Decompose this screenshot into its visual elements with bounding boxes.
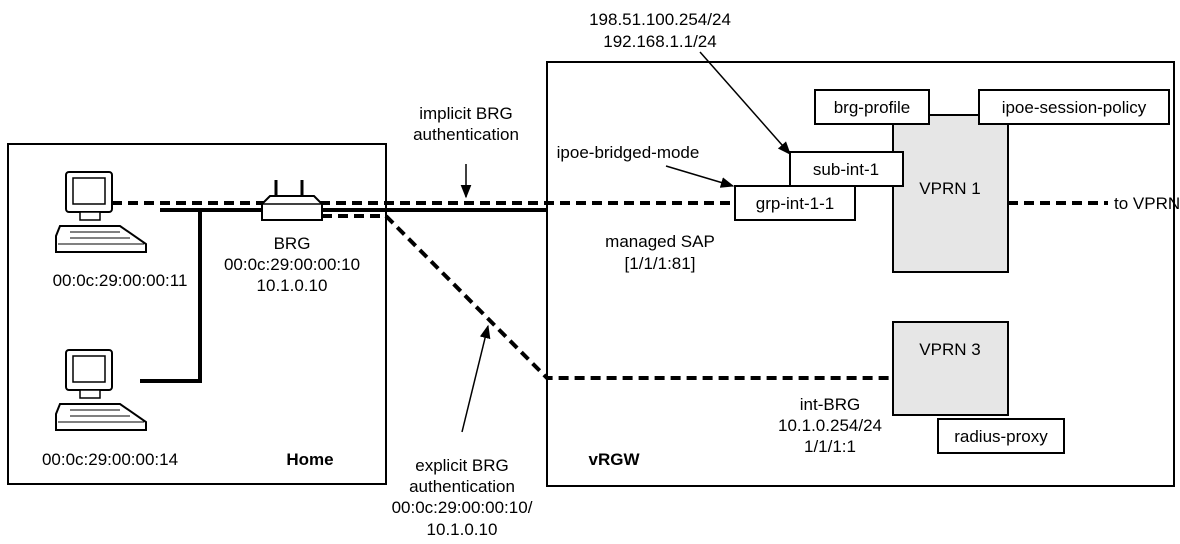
explicit-path [322,214,893,380]
vprn3-box [892,321,1009,416]
radius-proxy-label: radius-proxy [954,427,1048,446]
bridged-mode-arrow [665,165,735,188]
ipoe-session-policy-label: ipoe-session-policy [1002,98,1147,117]
to-vprn2-label: to VPRN-2 [1114,194,1180,213]
grp-int-label: grp-int-1-1 [756,194,834,213]
vprn3-label: VPRN 3 [919,340,980,359]
managed-sap-label-1: managed SAP [605,232,715,251]
pc2-mac-label: 00:0c:29:00:00:14 [42,450,178,469]
int-brg-ip-label: 10.1.0.254/24 [778,416,882,435]
subnet-arrow [699,51,791,156]
brg-profile-label: brg-profile [834,98,911,117]
radius-proxy-box [937,418,1065,454]
sub-int-label: sub-int-1 [813,160,879,179]
implicit-label-2: authentication [413,125,519,144]
explicit-label-1: explicit BRG [415,456,509,475]
home-title: Home [286,450,333,469]
vprn1-box [892,114,1009,273]
explicit-label-4: 10.1.0.10 [427,520,498,539]
sub-int-box [789,151,904,187]
managed-sap-label-2: [1/1/1:81] [625,254,696,273]
subnet2-label: 192.168.1.1/24 [603,32,716,51]
bridged-mode-label: ipoe-bridged-mode [557,143,700,162]
int-brg-port-label: 1/1/1:1 [804,437,856,456]
brg-ip-label: 10.1.0.10 [257,276,328,295]
vrgw-title: vRGW [589,450,641,469]
subnet1-label: 198.51.100.254/24 [589,10,731,29]
ipoe-session-policy-box [978,89,1170,125]
home-box [7,143,387,485]
explicit-arrow [461,324,491,433]
computer-icon [55,171,147,253]
implicit-label-1: implicit BRG [419,104,513,123]
router-icon [261,180,323,221]
explicit-label-3: 00:0c:29:00:00:10/ [392,498,533,517]
explicit-label-2: authentication [409,477,515,496]
vprn1-label: VPRN 1 [919,179,980,198]
brg-profile-box [814,89,930,125]
int-brg-label: int-BRG [800,395,860,414]
computer-icon [55,349,147,431]
brg-label: BRG [274,234,311,253]
pc1-mac-label: 00:0c:29:00:00:11 [53,271,188,290]
brg-mac-label: 00:0c:29:00:00:10 [224,255,360,274]
grp-int-box [734,185,856,221]
vrgw-box [546,61,1175,487]
